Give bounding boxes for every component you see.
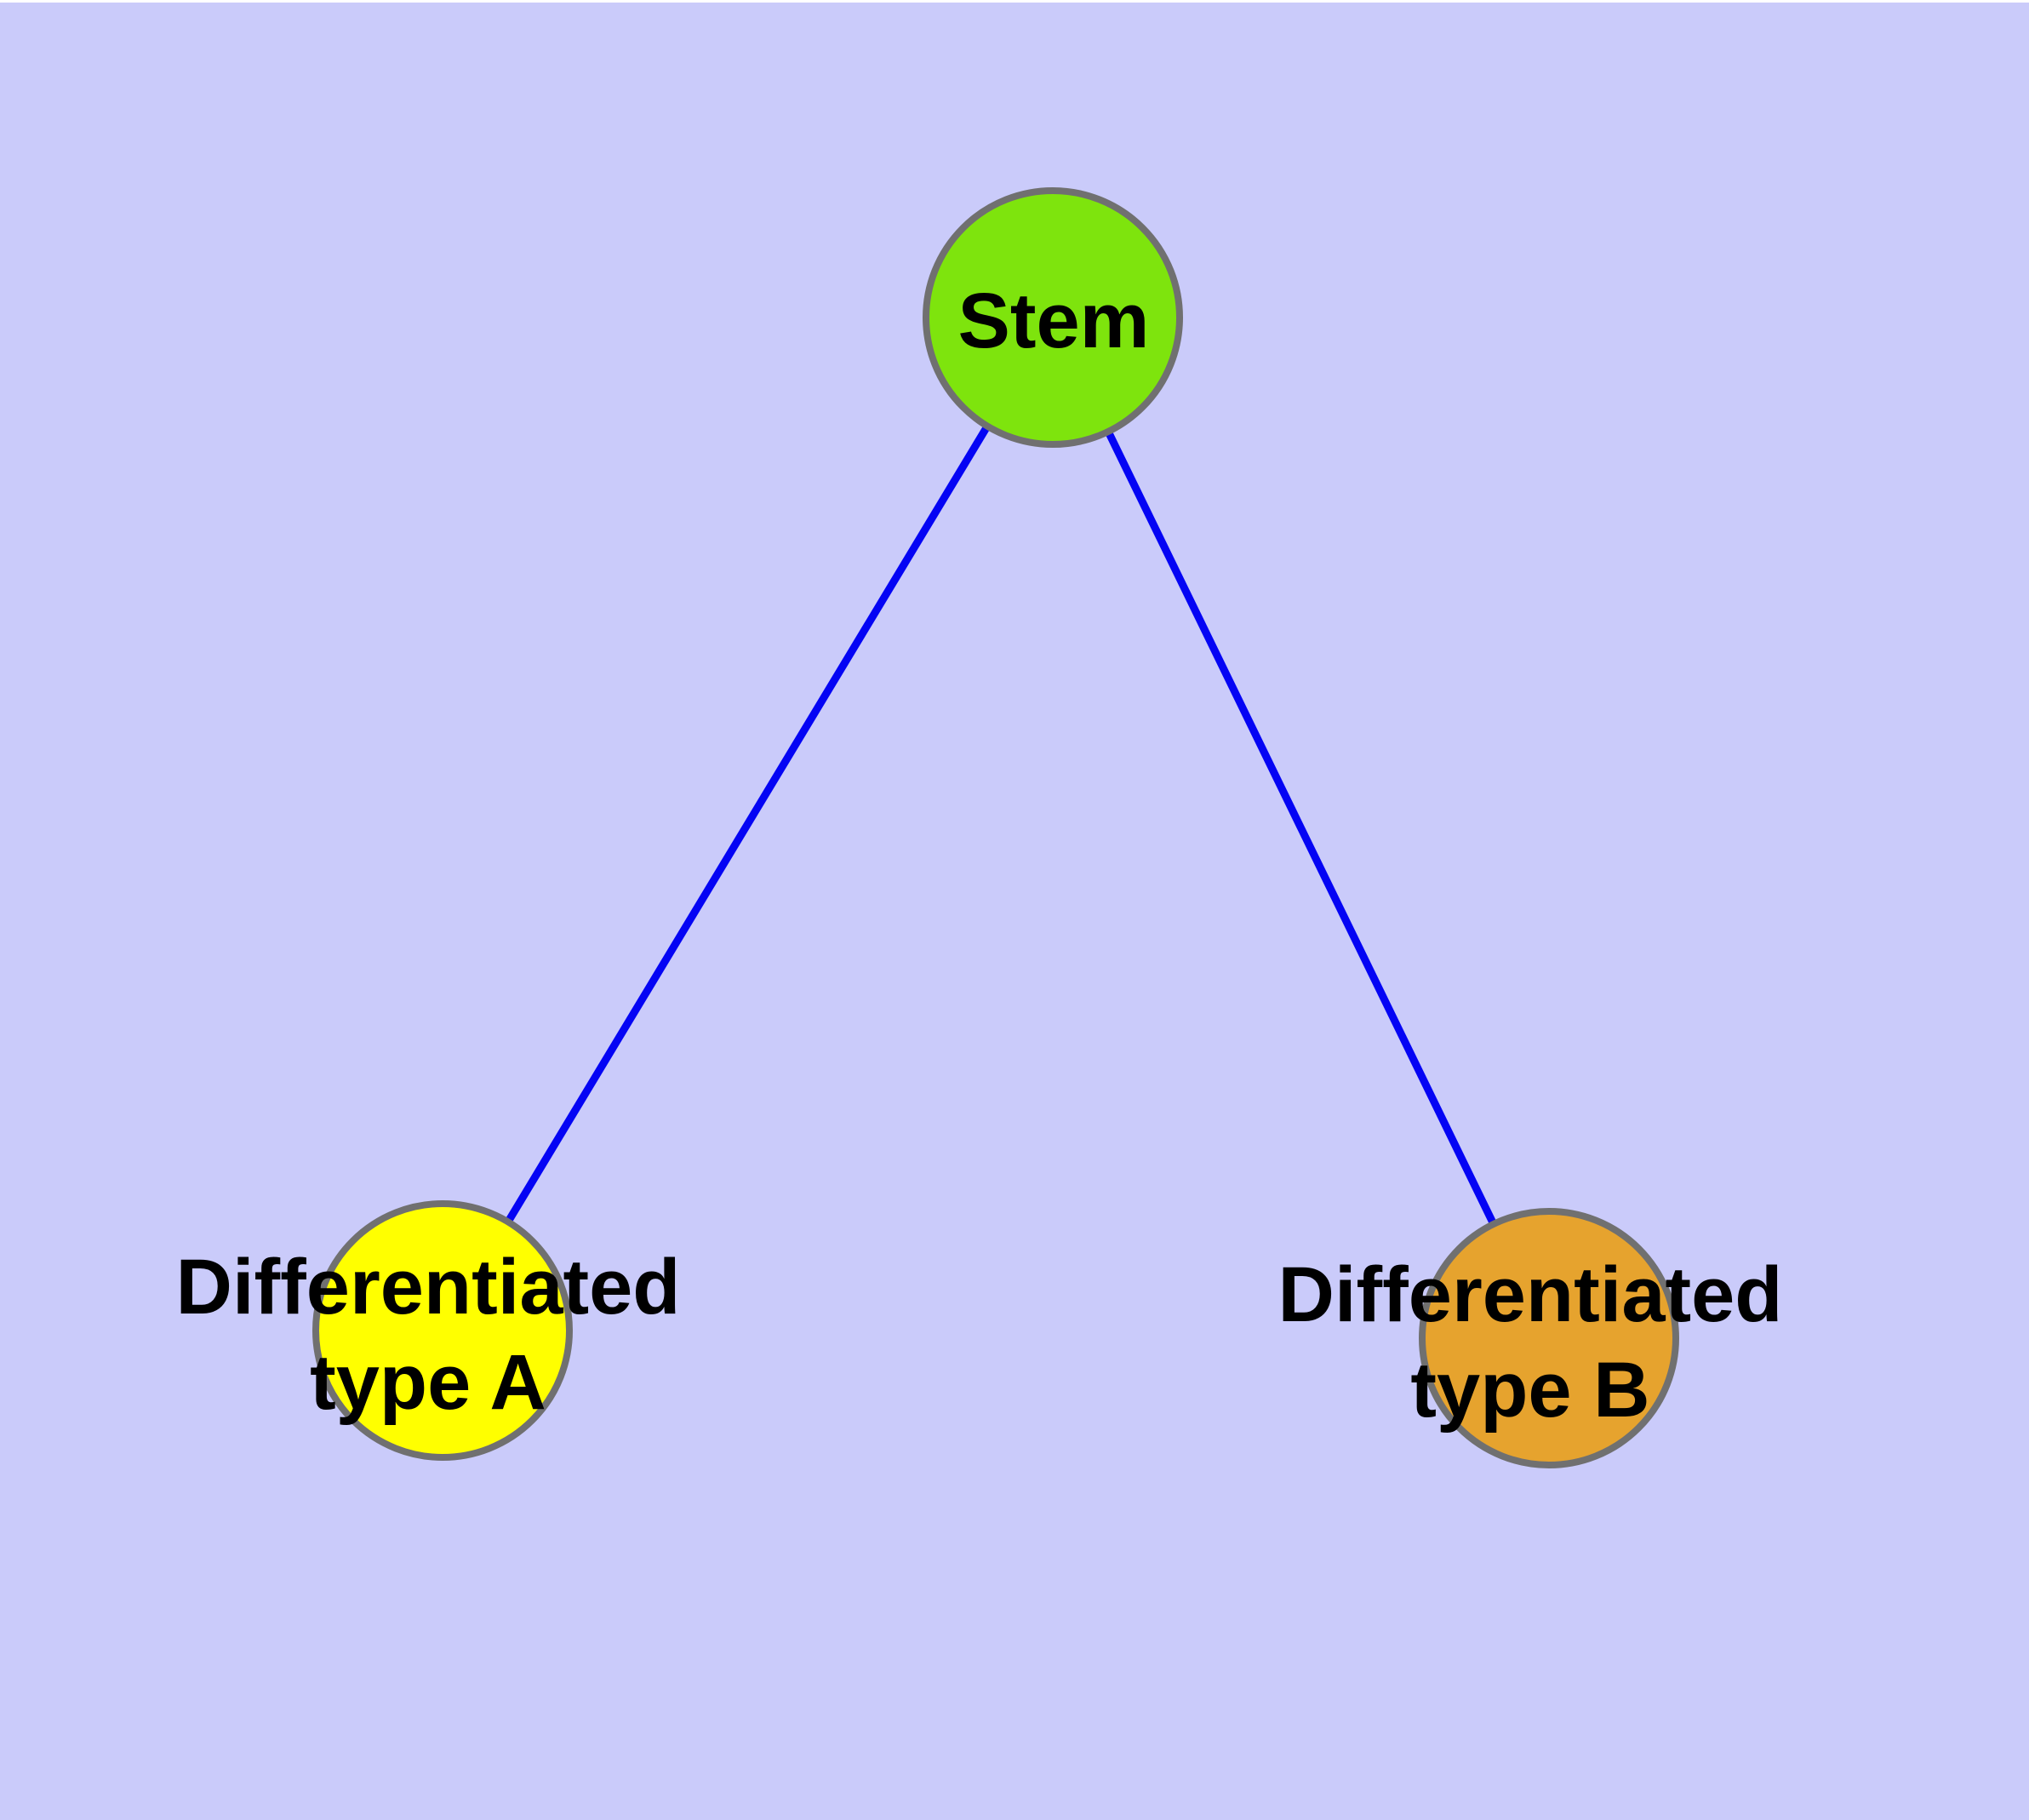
label-line: Stem: [957, 278, 1150, 364]
node-stem-label: Stem: [958, 273, 1150, 369]
label-line: type B: [1410, 1347, 1650, 1434]
label-line: Differentiated: [175, 1244, 681, 1331]
label-line: type A: [310, 1339, 546, 1426]
node-stem-circle: [923, 187, 1183, 448]
node-differentiated-type-b-circle: [1419, 1208, 1679, 1468]
edge-stem-to-type-a: [439, 315, 1056, 1333]
node-differentiated-type-a-circle: [312, 1200, 573, 1461]
edge-stem-to-type-b: [1049, 316, 1553, 1340]
label-line: Differentiated: [1277, 1251, 1783, 1338]
top-margin-strip: [0, 0, 2029, 3]
node-differentiated-type-b-label: Differentiated type B: [1278, 1247, 1783, 1438]
node-differentiated-type-a-label: Differentiated type A: [176, 1239, 681, 1430]
